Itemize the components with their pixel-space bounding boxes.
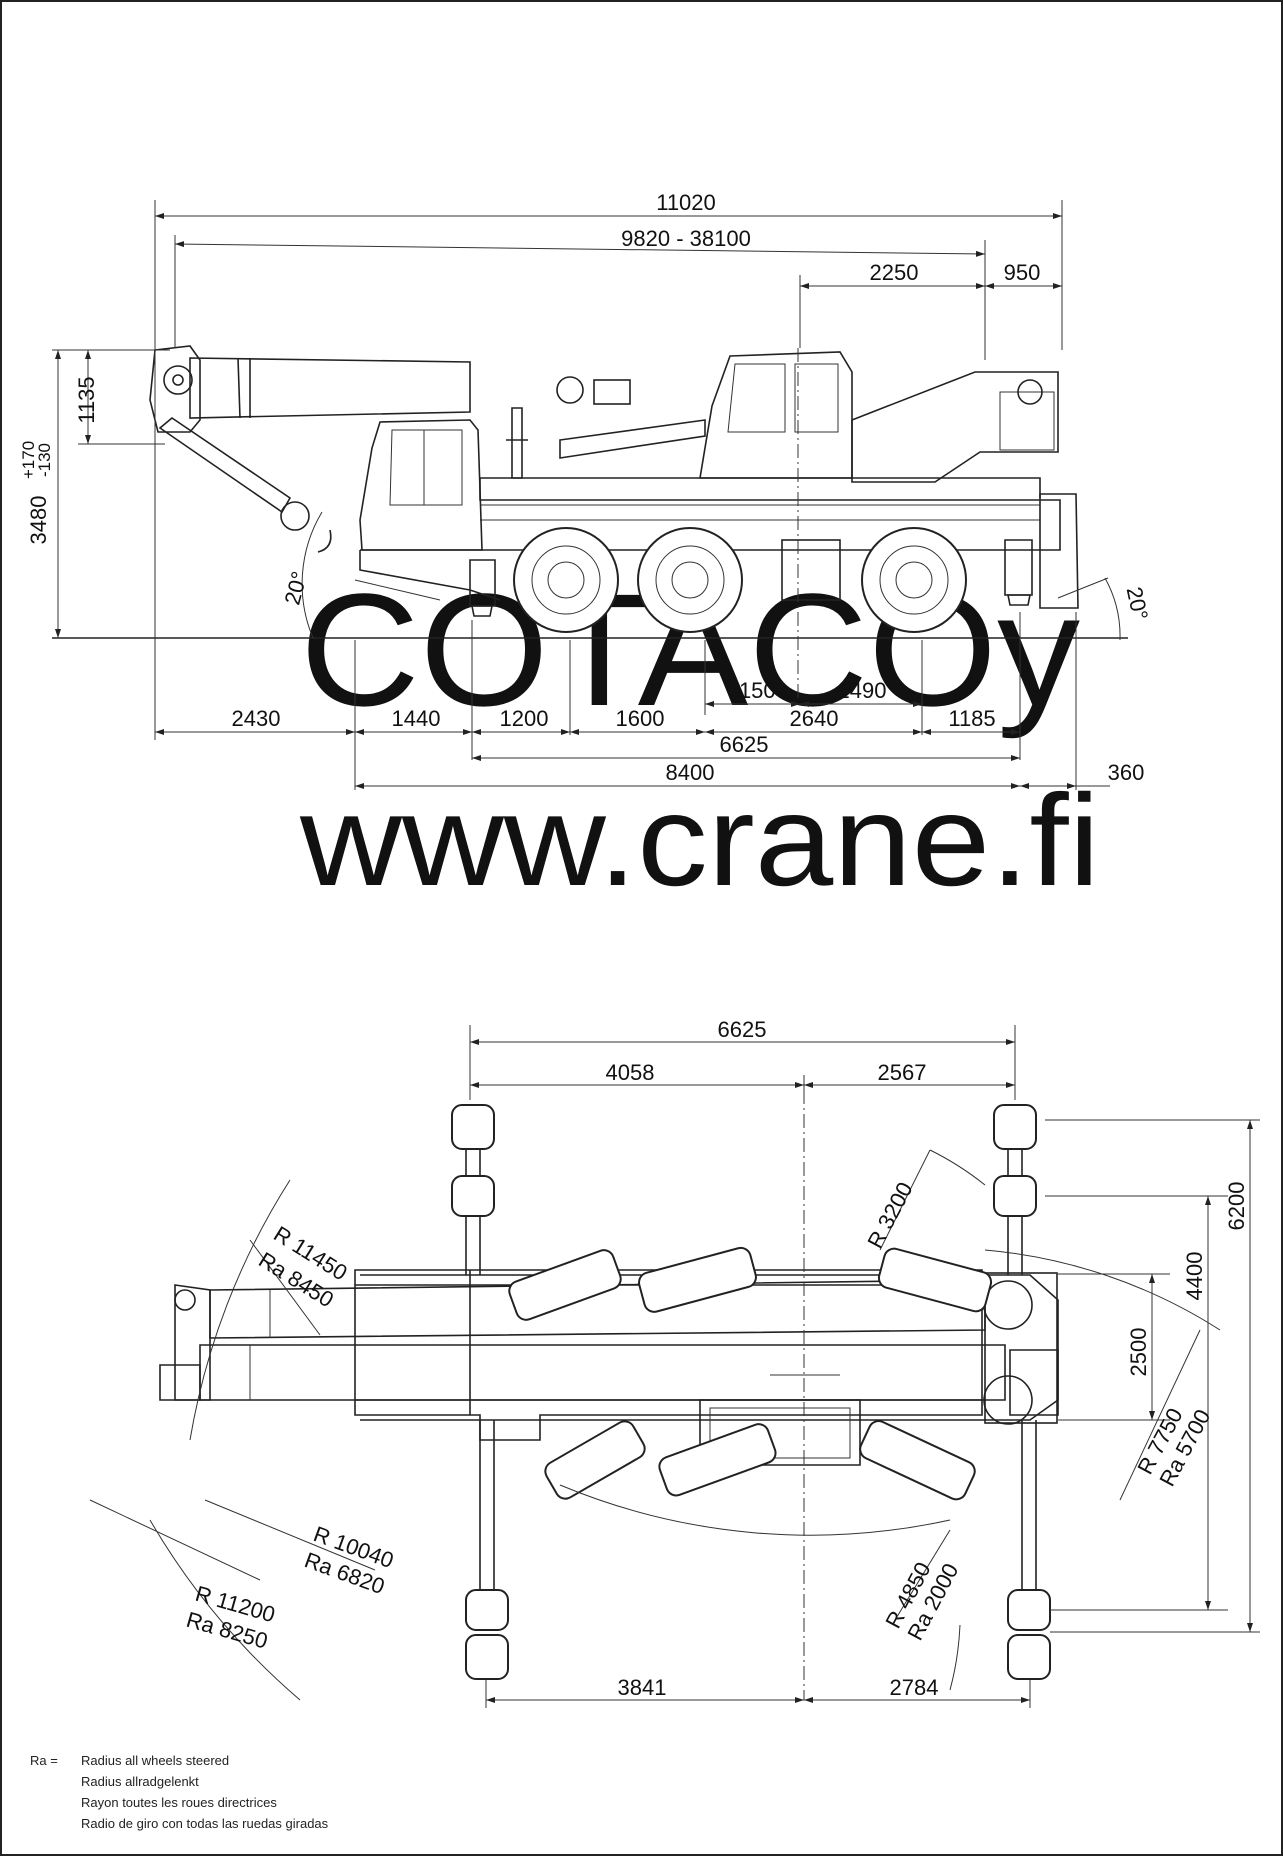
dim-rear-angle: 20°	[1122, 585, 1153, 623]
wheel-top-3	[877, 1247, 993, 1313]
radius-r-3200: R 3200	[862, 1178, 917, 1252]
wheel-top-1	[508, 1249, 622, 1321]
radius-arcs	[89, 1149, 1221, 1701]
wheel-1	[513, 527, 619, 633]
dimension-lines-top	[470, 1039, 1253, 1703]
wheel-top-2	[638, 1246, 757, 1313]
legend: Ra = Radius all wheels steered Radius al…	[30, 1750, 328, 1834]
dim-width-mid: 4400	[1182, 1252, 1207, 1301]
dim-1185: 1185	[948, 706, 995, 731]
watermark-line2: www.crane.fi	[299, 767, 1100, 913]
dim-vehicle-length: 8400	[666, 760, 715, 785]
outriggers-top	[451, 1104, 1051, 1680]
wheel-3	[861, 527, 967, 633]
legend-line-1: Radius all wheels steered	[81, 1753, 230, 1768]
dim-overall-length: 11020	[656, 190, 716, 215]
dim-1150: 1150	[728, 678, 775, 703]
dim-1440: 1440	[392, 706, 441, 731]
wheels-side	[513, 527, 967, 633]
dim-outrigger-base-top: 6625	[718, 1017, 767, 1042]
dim-rear-span: 2567	[878, 1060, 927, 1085]
wheel-2	[637, 527, 743, 633]
dimension-labels-top: 6625 4058 2567 3841 2784 6200 4400 2500	[606, 1017, 1249, 1700]
dim-rear: 950	[1004, 260, 1041, 285]
dim-height-tol-plus: +170	[19, 441, 38, 479]
wheel-top-5	[658, 1423, 777, 1497]
dim-2640: 2640	[790, 706, 839, 731]
dim-front-span: 4058	[606, 1060, 655, 1085]
legend-label: Ra =	[30, 1753, 58, 1768]
top-view: 6625 4058 2567 3841 2784 6200 4400 2500 …	[89, 1017, 1260, 1708]
front-angle-arc	[301, 511, 323, 639]
dim-boom-length: 9820 - 38100	[621, 226, 751, 251]
dim-width-vehicle: 2500	[1126, 1328, 1151, 1377]
dim-bottom-rear: 2784	[890, 1675, 939, 1700]
wheel-top-6	[859, 1420, 976, 1501]
dim-height: 3480	[26, 496, 51, 545]
dim-1200: 1200	[500, 706, 549, 731]
dimension-labels-side: 11020 9820 - 38100 2250 950 1135 3480 +1…	[19, 190, 1153, 785]
driver-cab	[359, 419, 483, 551]
dim-height-tol-minus: -130	[35, 443, 54, 477]
dim-1490: 1490	[838, 678, 887, 703]
dim-bottom-front: 3841	[618, 1675, 667, 1700]
dim-outrigger-base-side: 6625	[720, 732, 769, 757]
boom-side	[149, 345, 471, 553]
dim-360: 360	[1108, 760, 1145, 785]
legend-line-3: Rayon toutes les roues directrices	[81, 1795, 277, 1810]
operator-cab	[699, 351, 853, 479]
wheels-top	[508, 1246, 993, 1501]
carrier-side	[359, 351, 1079, 617]
rear-angle-arc	[1104, 577, 1121, 641]
dim-2430: 2430	[232, 706, 281, 731]
dim-cab-offset: 2250	[870, 260, 919, 285]
dimension-lines-side	[55, 213, 1110, 789]
side-view: 11020 9820 - 38100 2250 950 1135 3480 +1…	[19, 190, 1153, 790]
extension-lines-side	[52, 200, 1077, 790]
legend-line-2: Radius allradgelenkt	[81, 1774, 199, 1789]
wheel-top-4	[544, 1420, 646, 1500]
legend-line-4: Radio de giro con todas las ruedas girad…	[81, 1816, 329, 1831]
dim-1600: 1600	[616, 706, 665, 731]
dim-width-total: 6200	[1224, 1182, 1249, 1231]
dim-boom-head: 1135	[74, 376, 99, 423]
